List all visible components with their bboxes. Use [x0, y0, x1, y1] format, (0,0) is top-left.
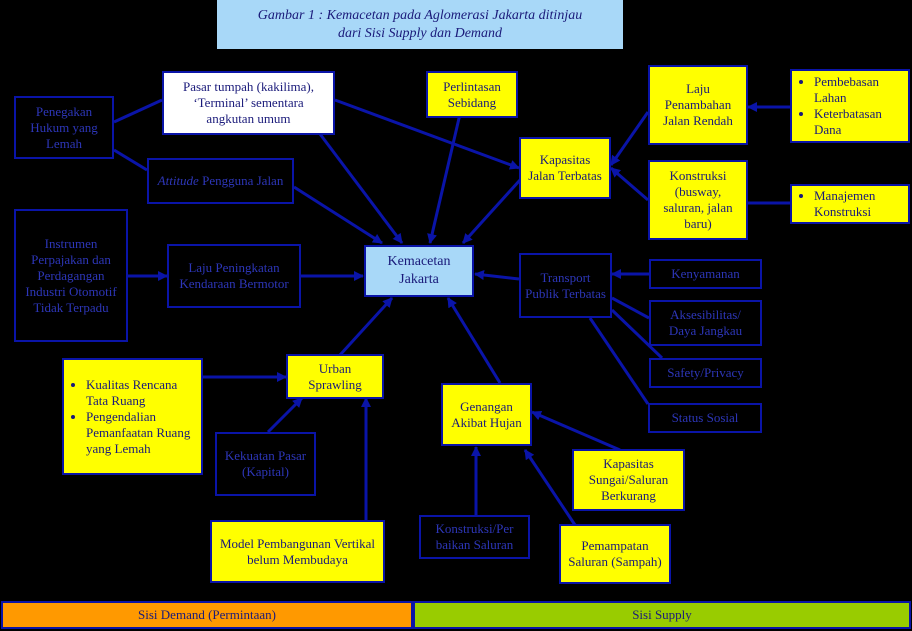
node-instrumen: Instrumen Perpajakan dan Perdagangan Ind… [14, 209, 128, 342]
manajemen-list: Manajemen Konstruksi [796, 188, 904, 220]
arrow-pemampatan-genangan [523, 449, 577, 526]
kualitas-item: Kualitas Rencana Tata Ruang [86, 377, 197, 409]
node-kualitas: Kualitas Rencana Tata Ruang Pengendalian… [62, 358, 203, 475]
arrow-transport-center [474, 270, 520, 281]
node-konstruksi: Konstruksi (busway, saluran, jalan baru) [648, 160, 748, 240]
demand-band: Sisi Demand (Permintaan) [1, 601, 413, 629]
node-pasar-tumpah: Pasar tumpah (kakilima), ‘Terminal’ seme… [162, 71, 335, 135]
supply-band: Sisi Supply [413, 601, 911, 629]
manajemen-item: Manajemen Konstruksi [814, 188, 904, 220]
attitude-prefix: Attitude [157, 173, 199, 188]
arrow-kapasitas-center [461, 178, 522, 245]
arrow-sungai-genangan [531, 410, 621, 452]
node-safety: Safety/Privacy [649, 358, 762, 388]
line-aksesibilitas-transport [611, 296, 650, 320]
kualitas-item: Pengendalian Pemanfaatan Ruang yang Lema… [86, 409, 197, 457]
arrow-genangan-center [446, 297, 502, 384]
node-status-sosial: Status Sosial [648, 403, 762, 433]
node-kapasitas-jalan: Kapasitas Jalan Terbatas [519, 137, 611, 199]
arrow-urban-center [338, 296, 394, 357]
pembebasan-item: Pembebasan Lahan [814, 74, 904, 106]
node-model-pembangunan: Model Pembangunan Vertikal belum Membuda… [210, 520, 385, 583]
pembebasan-item: Keterbatasan Dana [814, 106, 904, 138]
node-genangan: Genangan Akibat Hujan [441, 383, 532, 446]
node-urban-sprawling: Urban Sprawling [286, 354, 384, 399]
line-status-transport [588, 317, 650, 405]
attitude-rest: Pengguna Jalan [198, 173, 284, 188]
node-konstruksi-saluran: Konstruksi/Per baikan Saluran [419, 515, 530, 559]
node-pemampatan: Pemampatan Saluran (Sampah) [559, 524, 671, 584]
node-manajemen: Manajemen Konstruksi [790, 184, 910, 224]
node-laju-jalan: Laju Penambahan Jalan Rendah [648, 65, 748, 145]
line-hukum-attitude [113, 148, 148, 172]
node-kekuatan-pasar: Kekuatan Pasar (Kapital) [215, 432, 316, 496]
pembebasan-list: Pembebasan Lahan Keterbatasan Dana [796, 74, 904, 138]
arrow-pasar-center [318, 133, 404, 244]
node-attitude: Attitude Pengguna Jalan [147, 158, 294, 204]
arrow-konstruksi-kapasitas [610, 166, 649, 202]
arrow-kekuatan-urban [266, 396, 304, 434]
figure-title: Gambar 1 : Kemacetan pada Aglomerasi Jak… [217, 0, 623, 49]
node-laju-kendaraan: Laju Peningkatan Kendaraan Bermotor [167, 244, 301, 308]
node-pembebasan: Pembebasan Lahan Keterbatasan Dana [790, 69, 910, 143]
arrow-pasar-kapasitas [334, 98, 520, 170]
arrow-perlintasan-center [427, 113, 462, 244]
kualitas-list: Kualitas Rencana Tata Ruang Pengendalian… [68, 377, 197, 457]
arrow-attitude-center [293, 185, 383, 245]
center-node: Kemacetan Jakarta [364, 245, 474, 297]
node-aksesibilitas: Aksesibilitas/ Daya Jangkau [649, 300, 762, 346]
node-kenyamanan: Kenyamanan [649, 259, 762, 289]
node-kapasitas-sungai: Kapasitas Sungai/Saluran Berkurang [572, 449, 685, 511]
line-safety-transport [610, 308, 664, 360]
node-perlintasan: Perlintasan Sebidang [426, 71, 518, 118]
line-hukum-pasar [113, 98, 163, 124]
node-transport-publik: Transport Publik Terbatas [519, 253, 612, 318]
node-penegakan-hukum: Penegakan Hukum yang Lemah [14, 96, 114, 159]
arrow-lajujalan-kapasitas [609, 111, 650, 166]
